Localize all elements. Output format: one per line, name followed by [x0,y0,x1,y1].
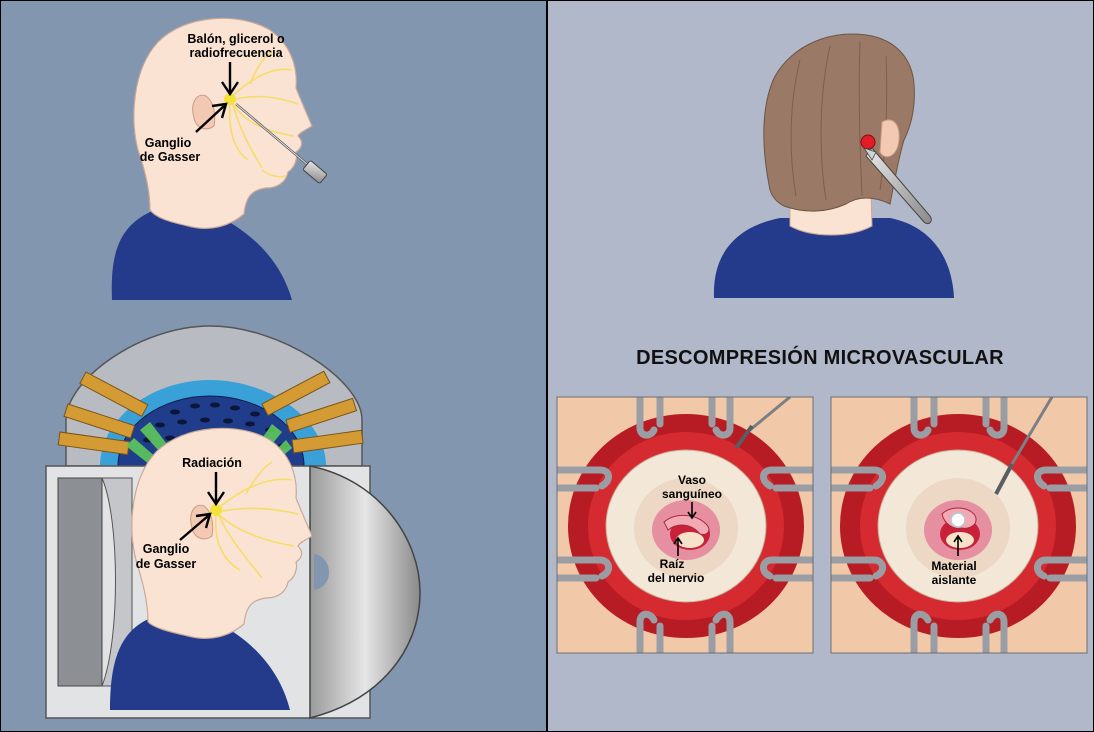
label-radiofrequency: radiofrecuencia [189,46,283,60]
arrow-vessel [687,502,697,520]
mvd-title: DESCOMPRESIÓN MICROVASCULAR [636,345,1004,369]
label-ganglion-top-line1: Ganglio [145,136,192,150]
arrow-root [673,536,683,556]
shirt-top-left [111,204,292,300]
label-root-line1: Raíz [660,557,685,571]
disc-notch [314,554,330,590]
label-ganglion-top-line2: de Gasser [140,150,201,164]
couch-left-curve [101,477,133,687]
trigeminal-nerve-bottom-left [214,461,299,579]
radiosurgery-illustration [45,325,421,719]
arrow-head-top [221,81,239,97]
arrow-head-radiation [207,491,225,507]
scalpel-blade [863,147,877,161]
label-balloon-glycerol: Balón, glicerol o [187,32,285,46]
radiation-sources-right [261,370,364,454]
percutaneous-needle [235,103,327,184]
inset-right-insulating-material [831,397,1087,653]
label-vessel-line2: sanguíneo [662,487,722,501]
scalpel [865,147,932,225]
inset-left-border [556,396,814,654]
label-material-line2: aislante [932,573,977,587]
arrow-material [953,534,963,556]
gamma-knife-disc [309,465,421,719]
head-profile-top-left [133,17,313,229]
label-radiation: Radiación [182,456,242,470]
label-ganglion-bottom-line2: de Gasser [136,557,197,571]
label-ganglion-bottom-line1: Ganglio [143,542,190,556]
inset-right-border [830,396,1088,654]
arrow-ganglion-label-top [195,105,225,133]
arrow-head-ganglion-top [211,102,228,119]
gasserian-ganglion-bottom-left [210,504,222,516]
back-of-head-illustration [713,33,954,298]
label-material-line1: Material [931,559,976,573]
label-root-line2: del nervio [648,571,705,585]
arrow-head-ganglion-bottom [195,512,212,529]
inset-left-vessel-root [557,397,813,653]
arrow-ganglion-bottom [179,515,209,541]
trigeminal-nerve-top-left [228,51,299,178]
gasserian-ganglion-top-left [224,93,236,105]
radiation-sources-left [57,371,149,456]
ear-top-right [879,119,900,158]
label-vessel-line1: Vaso [678,473,706,487]
shirt-top-right [713,218,954,298]
couch-left-frame [57,477,103,687]
shirt-bottom-left [110,612,290,710]
percutaneous-procedure-illustration [111,17,327,300]
incision-site-marker [860,134,876,150]
